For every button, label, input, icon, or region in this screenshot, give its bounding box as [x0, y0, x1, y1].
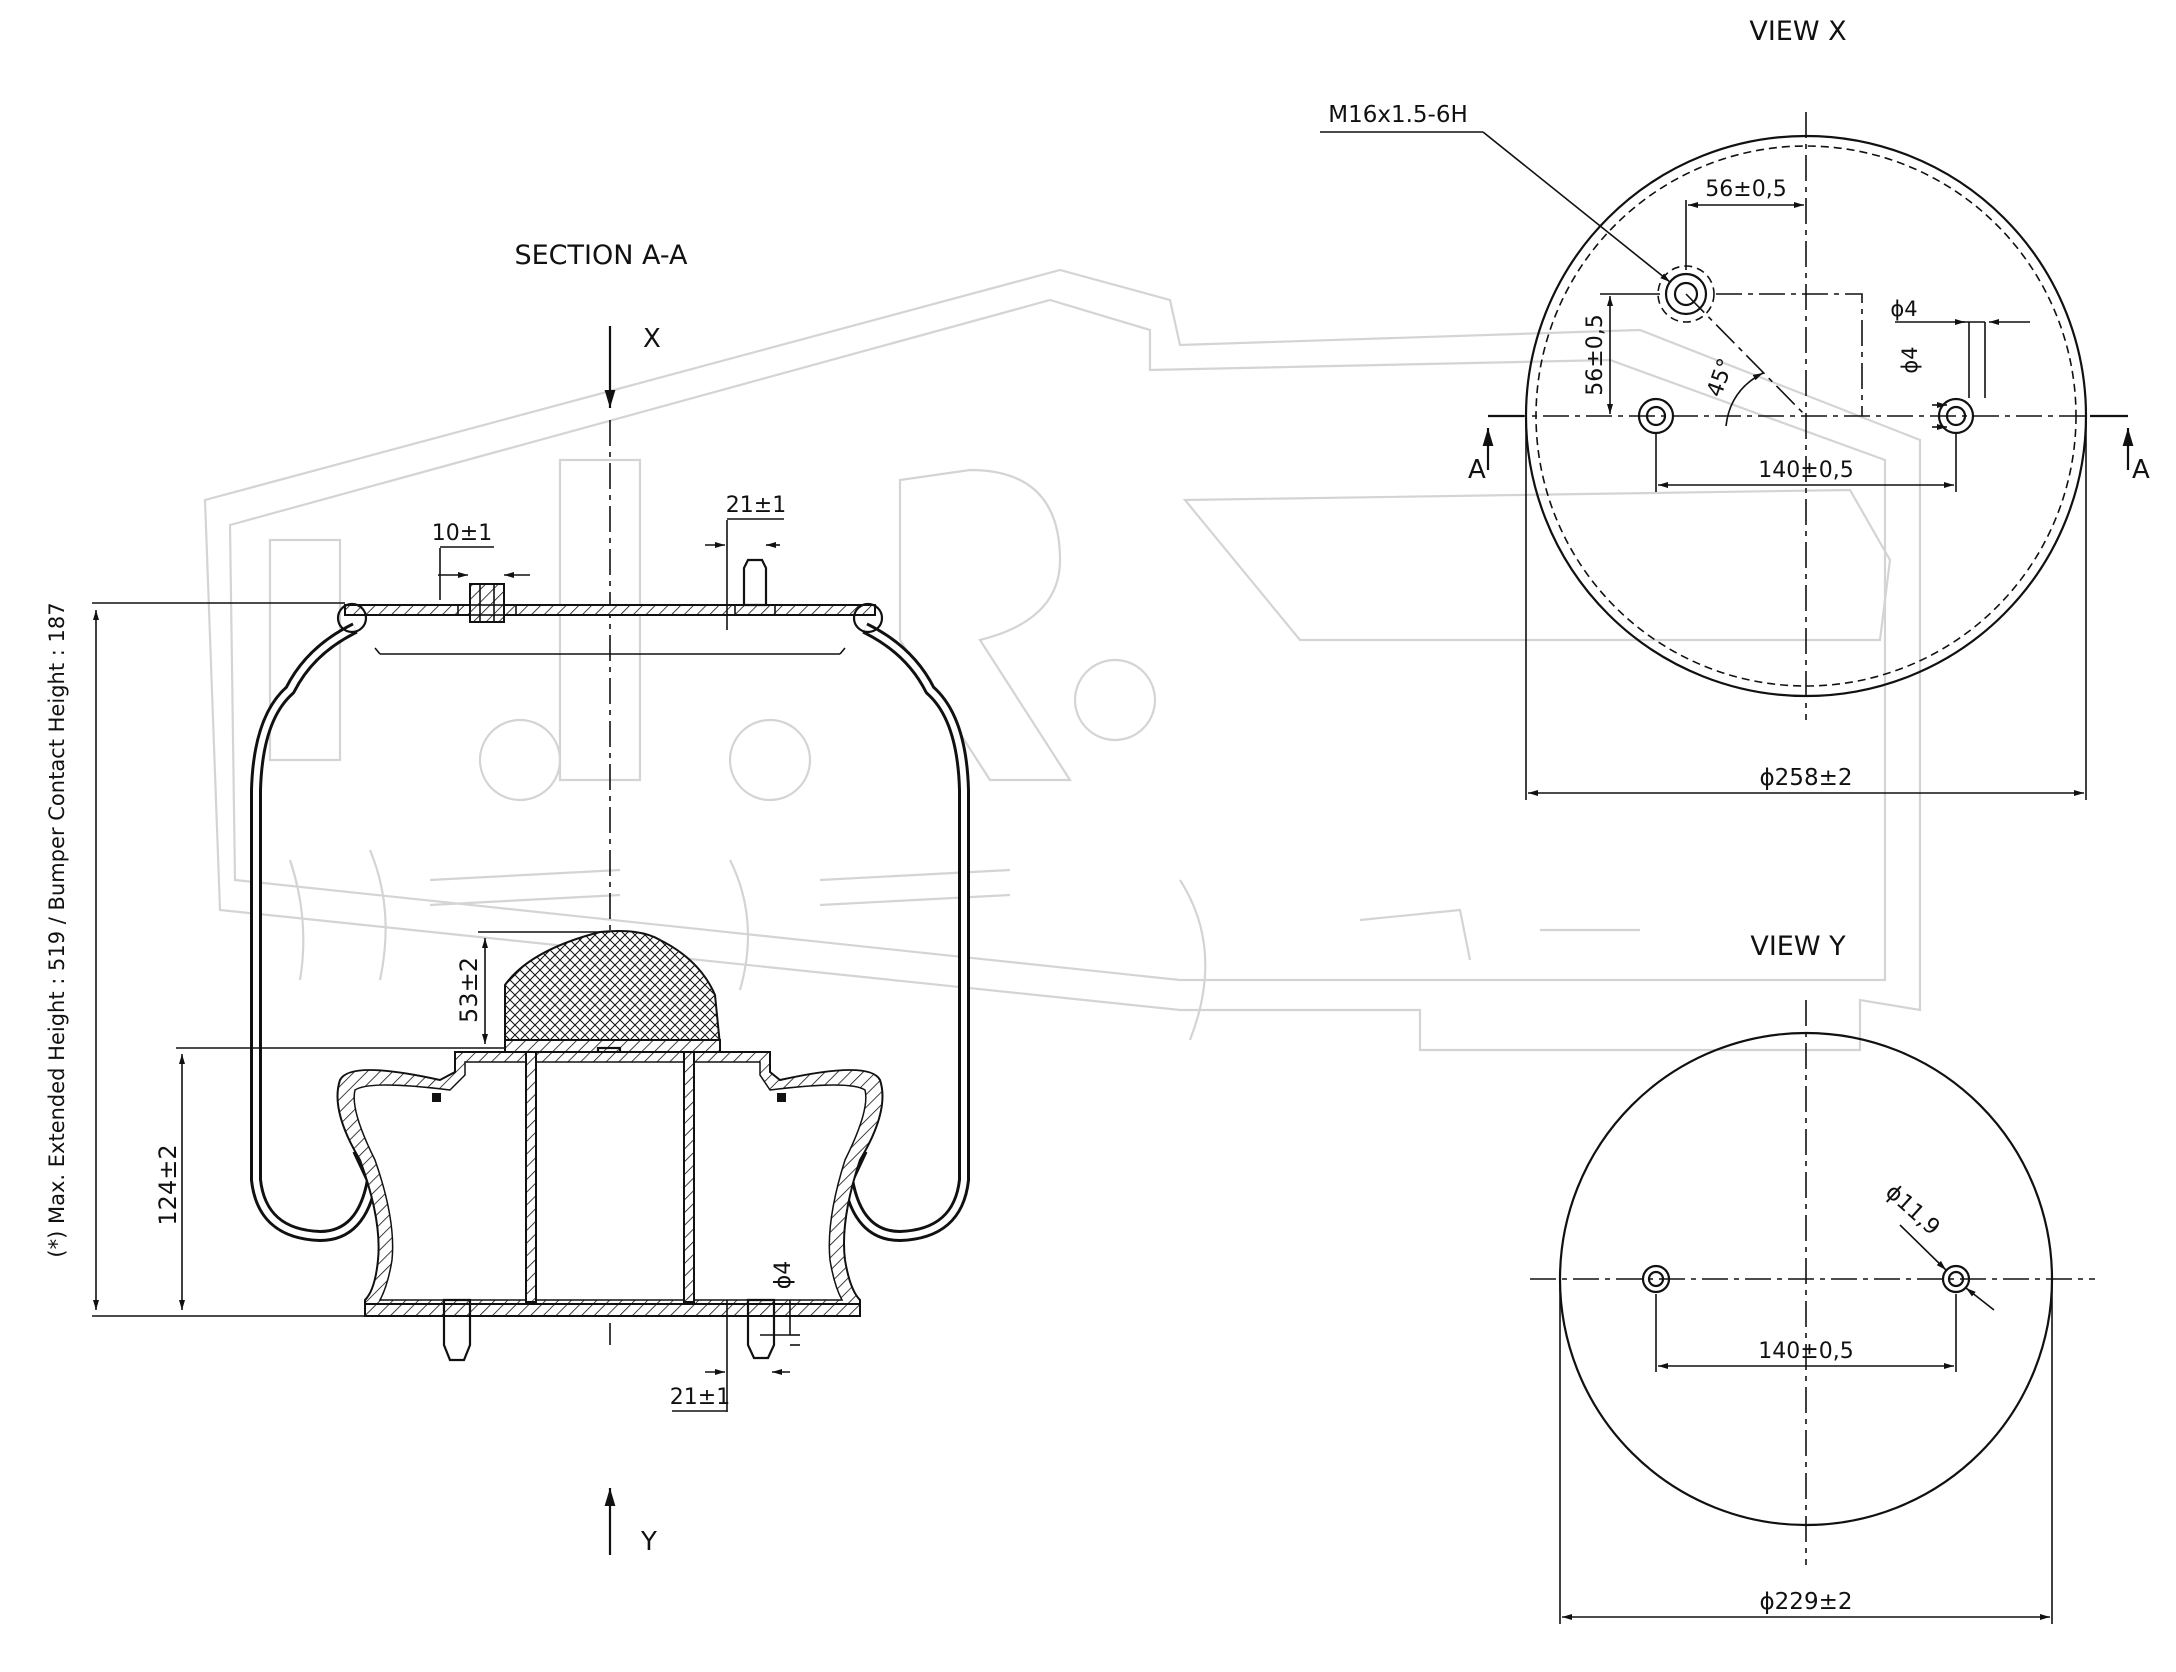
bumper-height-dim: 53±2: [455, 957, 483, 1023]
y-diameter-dim: ϕ229±2: [1760, 1589, 1853, 1615]
cut-label-left: A: [1468, 455, 1486, 485]
y-hole-dia-dim: ϕ11,9: [1880, 1180, 1944, 1241]
view-x-dimensions: M16x1.5-6H 56±0,5 56±0,5 45° ϕ4 ϕ4 140±0…: [1320, 102, 2087, 800]
x-vertical-offset-dim: 56±0,5: [1583, 314, 1608, 395]
arrow-x-label: X: [643, 324, 661, 354]
view-y-arrow: Y: [604, 1488, 657, 1557]
y-stud-spacing-dim: 140±0,5: [1758, 1339, 1853, 1364]
view-y-title: VIEW Y: [1750, 931, 1846, 962]
x-stud-spacing-dim: 140±0,5: [1758, 458, 1853, 483]
thread-spec-label: M16x1.5-6H: [1328, 102, 1468, 128]
view-y-drawing: [1530, 1000, 2095, 1565]
top-plate: [336, 558, 884, 655]
watermark-logo: [203, 268, 1922, 1052]
top-pin-width-dim: 10±1: [432, 521, 492, 546]
piston-height-dim: 124±2: [154, 1144, 182, 1225]
bottom-stud-offset-dim: 21±1: [670, 1385, 730, 1410]
piston: [336, 1051, 884, 1362]
x-horizontal-offset-dim: 56±0,5: [1705, 177, 1786, 202]
cut-label-right: A: [2132, 455, 2150, 485]
x-diameter-dim: ϕ258±2: [1760, 765, 1853, 791]
bottom-hole-dia-dim: ϕ4: [771, 1261, 796, 1290]
x-angle-dim: 45°: [1702, 355, 1739, 400]
x-hole-dia-dim-2: ϕ4: [1898, 346, 1922, 373]
x-hole-dia-dim-1: ϕ4: [1890, 297, 1917, 321]
view-x-drawing: A A: [1468, 112, 2150, 720]
section-title: SECTION A-A: [514, 240, 688, 271]
view-x-title: VIEW X: [1749, 16, 1846, 47]
arrow-y-label: Y: [640, 1527, 657, 1557]
vertical-height-note: (*) Max. Extended Height : 519 / Bumper …: [45, 602, 69, 1257]
section-dimensions: (*) Max. Extended Height : 519 / Bumper …: [45, 493, 800, 1412]
rubber-bellow: [250, 622, 970, 1242]
top-stud-offset-dim: 21±1: [726, 493, 786, 518]
view-x-arrow: X: [604, 324, 661, 408]
